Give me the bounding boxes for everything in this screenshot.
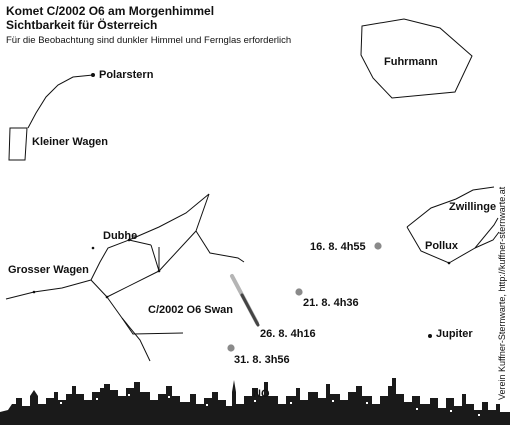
fuhrmann-lines — [360, 18, 473, 99]
kleiner-wagen-box — [8, 127, 28, 161]
star — [32, 290, 36, 294]
comet-date-label: 26. 8. 4h16 — [260, 328, 316, 340]
comet-marker-16-8 — [374, 242, 382, 250]
jupiter-dot — [428, 334, 432, 338]
pollux-star — [447, 261, 451, 265]
comet-marker-31-8 — [227, 344, 235, 352]
kleiner-wagen-label: Kleiner Wagen — [32, 136, 108, 148]
dubhe-label: Dubhe — [103, 230, 138, 242]
polarstern-label: Polarstern — [99, 69, 154, 81]
page-subtitle: Sichtbarkeit für Österreich — [6, 18, 158, 32]
comet-date-label: 21. 8. 4h36 — [303, 297, 359, 309]
horizon-skyline — [0, 378, 510, 425]
comet-name-label: C/2002 O6 Swan — [148, 304, 233, 316]
zwillinge-label: Zwillinge — [449, 201, 497, 213]
comet-date-label: 16. 8. 4h55 — [310, 241, 366, 253]
polarstern-star — [91, 73, 95, 77]
fuhrmann-label: Fuhrmann — [384, 56, 438, 68]
page-title: Komet C/2002 O6 am Morgenhimmel — [6, 4, 215, 18]
star — [157, 269, 161, 273]
grosser-wagen-lines — [5, 193, 245, 362]
comet-head — [240, 293, 260, 327]
zwillinge-lines — [406, 186, 500, 264]
observation-note: Für die Beobachtung sind dunkler Himmel … — [6, 35, 292, 46]
grosser-wagen-label: Grosser Wagen — [8, 264, 89, 276]
kleiner-wagen-lines — [27, 74, 94, 129]
pollux-label: Pollux — [425, 240, 459, 252]
star — [105, 295, 109, 299]
comet-marker-21-8 — [295, 288, 303, 296]
jupiter-label: Jupiter — [436, 328, 473, 340]
horizon-direction-label: NO — [253, 388, 270, 400]
credit-text: Verein Kuffner-Sternwarte, http://kuffne… — [497, 186, 507, 400]
star — [127, 238, 131, 242]
star — [91, 246, 95, 250]
comet-date-label: 31. 8. 3h56 — [234, 354, 290, 366]
